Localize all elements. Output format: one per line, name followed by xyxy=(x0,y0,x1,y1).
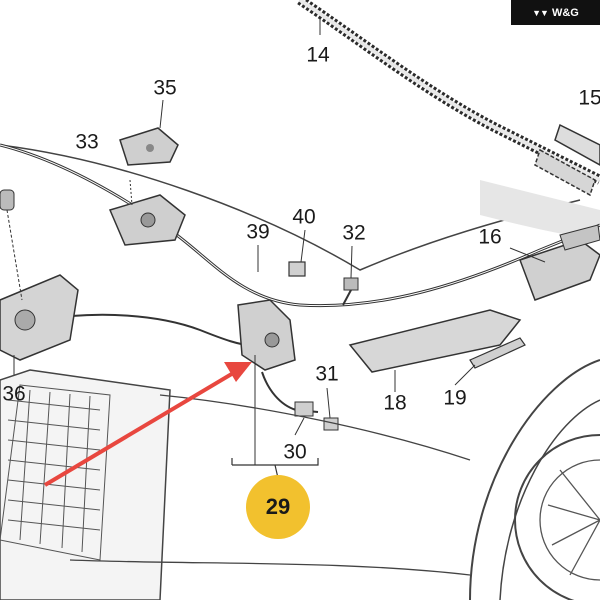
leader-19 xyxy=(454,364,476,386)
side-seal-lower xyxy=(534,148,596,197)
part-40-connector xyxy=(288,261,306,277)
part-18-panel xyxy=(348,309,522,373)
callout-33: 33 xyxy=(75,130,99,154)
bumper-lower xyxy=(69,559,471,576)
hood-seal-strip-inner xyxy=(298,0,600,182)
wheel xyxy=(514,434,600,600)
part-19-strip xyxy=(469,337,526,369)
callout-39: 39 xyxy=(246,220,270,244)
leader-31 xyxy=(326,387,331,419)
wheel-rim xyxy=(539,459,600,581)
bumper-edge xyxy=(159,394,471,461)
part-29-label: 29 xyxy=(265,494,291,519)
leader-40 xyxy=(300,229,306,263)
part-35-bracket xyxy=(119,127,179,166)
callout-36: 36 xyxy=(2,382,26,406)
hood-lock-29 xyxy=(237,299,296,371)
callout-19: 19 xyxy=(443,386,467,410)
fender-arch xyxy=(469,359,600,600)
hood-seal-strip xyxy=(297,0,600,185)
callout-30: 30 xyxy=(283,440,307,464)
callout-16: 16 xyxy=(478,225,502,249)
front-grille xyxy=(0,369,171,600)
brand-name: W&G xyxy=(551,6,579,19)
leader-35 xyxy=(159,99,164,129)
leader-16 xyxy=(509,247,546,263)
brand-badge: ▼▼ W&G xyxy=(511,0,600,25)
callout-18: 18 xyxy=(383,391,407,415)
fender-arch-inner xyxy=(499,399,600,600)
part-29-badge: 29 xyxy=(246,475,310,539)
callout-15: 15 xyxy=(578,86,600,110)
connector-30 xyxy=(294,401,314,417)
hood-outline xyxy=(0,144,581,271)
release-cable-inner xyxy=(0,144,600,307)
hood-latch-left xyxy=(0,189,79,361)
part-16-bracket xyxy=(519,224,600,301)
callout-14: 14 xyxy=(306,43,330,67)
leader-30 xyxy=(294,417,305,436)
red-arrow-head xyxy=(224,362,252,382)
release-lever-bracket xyxy=(108,179,186,246)
part-32-bolt xyxy=(342,277,359,306)
side-seal-strip xyxy=(554,123,600,166)
callout-35: 35 xyxy=(153,76,177,100)
wheel-spokes xyxy=(547,469,600,576)
leader-32 xyxy=(350,245,353,279)
red-arrow-shaft xyxy=(43,370,237,487)
brand-mark-icon: ▼▼ xyxy=(532,7,549,18)
hood-shade xyxy=(480,180,600,240)
secondary-cable xyxy=(39,313,251,346)
callout-40: 40 xyxy=(292,205,316,229)
callout-31: 31 xyxy=(315,362,339,386)
callout-32: 32 xyxy=(342,221,366,245)
